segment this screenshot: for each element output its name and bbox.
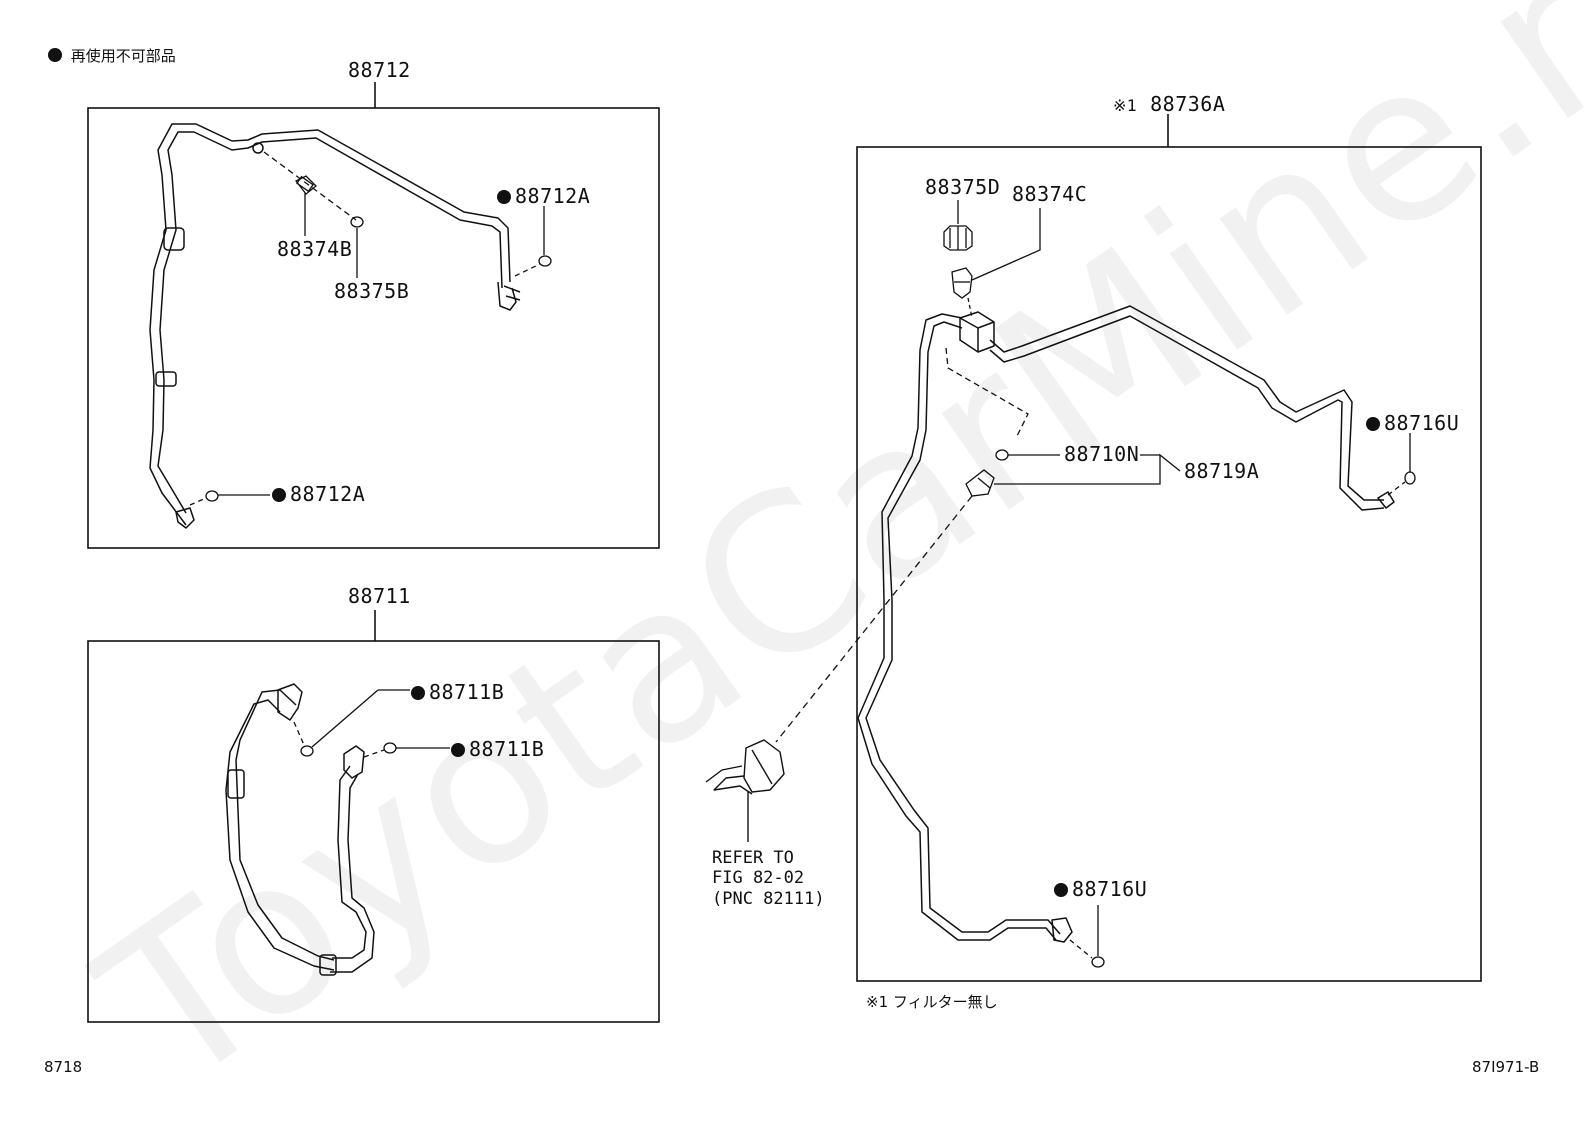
part-label-88716U-top: 88716U [1366,413,1459,433]
connector-reference [705,739,785,842]
hose-88711 [225,683,375,976]
part-label-88716U-bottom: 88716U [1054,879,1147,899]
part-label-88711B-top: 88711B [411,682,504,702]
legend-text: 再使用不可部品 [70,47,176,65]
parts-diagram [87,82,1482,1023]
part-label-88712A-top: 88712A [497,186,590,206]
part-label-88374B: 88374B [277,237,353,261]
non-reusable-dot-icon [48,48,62,62]
right-small-parts [775,200,1416,968]
filter-note: ※1 フィルター無し [866,993,998,1011]
non-reusable-dot-icon [1366,417,1380,431]
part-label-88374C: 88374C [1012,182,1088,206]
non-reusable-dot-icon [272,488,286,502]
box-label-88712: 88712 [348,58,411,82]
upper-left-small-parts [189,151,552,506]
refer-text: REFER TO FIG 82-02 (PNC 82111) [712,848,825,909]
non-reusable-dot-icon [497,190,511,204]
page-code: 8718 [44,1058,83,1076]
part-label-88712A-bottom: 88712A [272,484,365,504]
lower-left-small-parts [293,689,450,758]
part-label-88711B-bottom: 88711B [451,739,544,759]
upper-left-frame [87,107,660,549]
part-label-88719A: 88719A [1184,459,1260,483]
pipe-88736A [857,305,1395,943]
non-reusable-dot-icon [411,686,425,700]
box-label-88711: 88711 [348,584,411,608]
part-label-88375B: 88375B [334,279,410,303]
lower-left-frame [87,640,660,1023]
part-label-88375D: 88375D [925,175,1001,199]
figure-code: 87I971-B [1472,1058,1540,1076]
non-reusable-dot-icon [451,743,465,757]
right-frame [856,146,1482,982]
part-label-88710N: 88710N [1064,442,1140,466]
box-label-88736A: ※1 88736A [1113,92,1226,116]
non-reusable-dot-icon [1054,883,1068,897]
legend: 再使用不可部品 [48,48,176,64]
pipe-88712 [149,123,521,529]
